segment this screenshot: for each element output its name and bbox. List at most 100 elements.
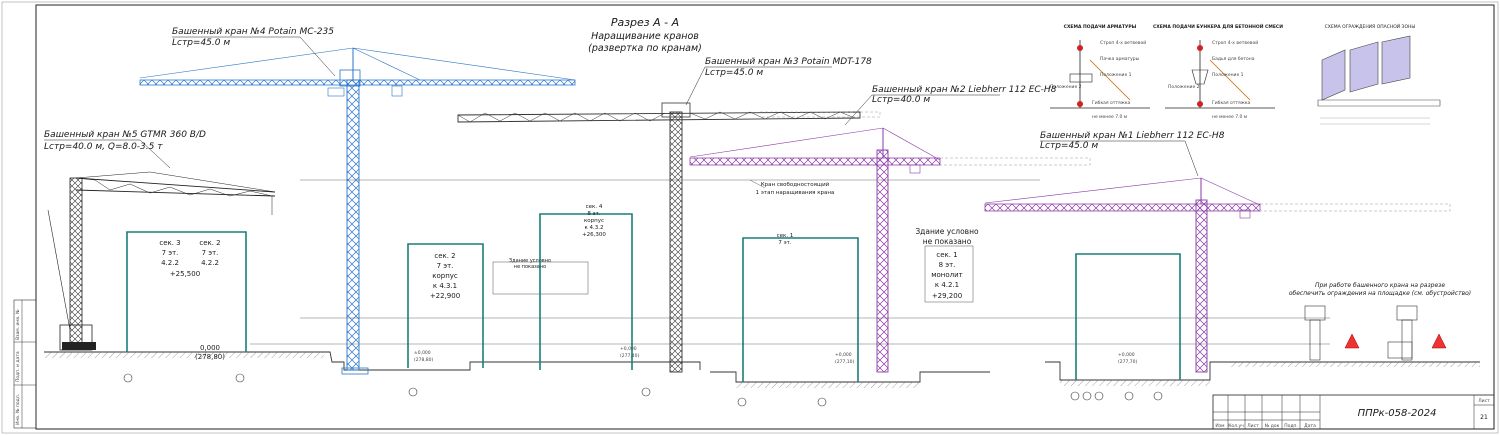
crane-3: Башенный кран №3 Potain MDT-178 Lстр=45.… <box>457 57 881 373</box>
scheme-concrete: СХЕМА ПОДАЧИ БУНКЕРА ДЛЯ БЕТОННОЙ СМЕСИ … <box>1153 22 1283 120</box>
barrier-detail: При работе башенного крана на разрезе об… <box>1289 282 1471 361</box>
crane-4-name: Башенный кран №4 Potain MC-235 <box>172 27 334 37</box>
sheet-label: Лист <box>1478 398 1490 404</box>
b4-elev: +29,200 <box>932 292 962 300</box>
b2-type: корпус <box>432 272 458 280</box>
crane-2-name: Башенный кран №2 Liebherr 112 EC-H8 <box>872 85 1057 95</box>
crane-5-height: Lстр=40.0 м, Q=8.0-3.5 т <box>44 142 163 152</box>
title-block: Изм Кол.уч Лист № док Подп. Дата ППРк-05… <box>1212 394 1495 430</box>
crane-2-height: Lстр=40.0 м <box>872 95 930 105</box>
crane-3-name: Башенный кран №3 Potain MDT-178 <box>705 57 872 67</box>
scheme-1-title: СХЕМА ПОДАЧИ АРМАТУРЫ <box>1064 24 1137 30</box>
b1-zero: 0,000 <box>200 344 220 352</box>
b4-type: монолит <box>931 271 963 279</box>
building-1: сек. 3 7 эт. 4.2.2 сек. 2 7 эт. 4.2.2 +2… <box>126 231 247 361</box>
dim-2: +0,000 <box>620 346 637 352</box>
s2-label-1: Бадья для бетона <box>1212 56 1255 62</box>
hidden-note-1: Здание условно <box>509 258 551 264</box>
side-label-inventory: Инв. № подл. <box>15 394 21 425</box>
tb-col-0: Изм <box>1215 423 1224 429</box>
scheme-2-title: СХЕМА ПОДАЧИ БУНКЕРА ДЛЯ БЕТОННОЙ СМЕСИ <box>1153 22 1283 30</box>
s1-label-3: Положение 2 <box>1050 84 1082 90</box>
s2-label-0: Строп 4-х ветвевой <box>1212 39 1258 46</box>
b1-sec-b-floors: 7 эт. <box>202 249 219 257</box>
b3-floors: 8 эт. <box>587 211 600 217</box>
b4-k: к 4.2.1 <box>935 281 959 289</box>
crane-note-2: 1 этап наращивания крана <box>756 190 835 196</box>
b2-floors: 7 эт. <box>437 262 454 270</box>
b1-sec-b: сек. 2 <box>199 239 220 247</box>
b3-type: корпус <box>584 218 604 224</box>
hidden-note-2: не показано <box>514 264 546 270</box>
sheet-number: 21 <box>1480 414 1488 421</box>
section-subtitle: Наращивание кранов <box>591 31 699 42</box>
tb-col-2: Лист <box>1247 423 1259 429</box>
b1-sec-b-k: 4.2.2 <box>201 259 219 267</box>
side-stamp: Взам. инв. № Подп. и дата Инв. № подл. <box>13 299 37 429</box>
crane-5-name: Башенный кран №5 GTMR 360 В/D <box>44 130 206 140</box>
crane-1: Башенный кран №1 Liebherr 112 EC-H8 Lстр… <box>984 131 1451 373</box>
b2-sec: сек. 2 <box>434 252 455 260</box>
building-5: сек. 1 7 эт. <box>742 233 859 382</box>
s1-len: не менее 7.0 м <box>1092 114 1127 120</box>
tb-col-4: Подп. <box>1284 423 1298 429</box>
ground <box>44 351 1480 388</box>
crane-5: Башенный кран №5 GTMR 360 В/D Lстр=40.0 … <box>44 130 276 351</box>
b4-note-2: не показано <box>923 237 972 246</box>
doc-code: ППРк-058-2024 <box>1358 408 1437 419</box>
b5-floors: 7 эт. <box>778 240 791 246</box>
b2-k: к 4.3.1 <box>433 282 457 290</box>
building-3: сек. 4 8 эт. корпус к 4.3.2 +26,300 <box>539 204 633 370</box>
b2-elev: +22,900 <box>430 292 460 300</box>
b4-floors: 8 эт. <box>939 261 956 269</box>
b1-sec-a: сек. 3 <box>159 239 180 247</box>
s1-label-1: Пачка арматуры <box>1100 56 1140 62</box>
section-name: Разрез А - А <box>611 16 679 29</box>
b1-elev: +25,500 <box>170 270 200 278</box>
crane-note-1: Кран свободностоящий <box>761 181 830 188</box>
barrier-note-1: При работе башенного крана на разрезе <box>1315 282 1445 289</box>
tb-col-3: № док <box>1265 423 1280 429</box>
dim-4: +0,000 <box>835 352 852 358</box>
b4-note-1: Здание условно <box>915 227 979 236</box>
side-label-replaced: Взам. инв. № <box>15 309 21 340</box>
tb-col-5: Дата <box>1304 423 1316 429</box>
scheme-3-title: СХЕМА ОГРАЖДЕНИЯ ОПАСНОЙ ЗОНЫ <box>1325 23 1416 30</box>
barrier-note-2: обеспечить ограждения на площадке (см. о… <box>1289 290 1471 297</box>
s1-label-0: Строп 4-х ветвевой <box>1100 39 1146 46</box>
section-subtitle-2: (развертка по кранам) <box>588 43 702 54</box>
elevation-marks: ±0,000 (278,80) +0,000 (277,40) +0,000 (… <box>250 179 1330 365</box>
s2-label-3: Положение 2 <box>1168 84 1200 90</box>
s1-label-2: Положение 1 <box>1100 72 1132 78</box>
sheet-frame <box>35 4 1495 430</box>
b5-sec: сек. 1 <box>777 233 794 239</box>
building-2: сек. 2 7 эт. корпус к 4.3.1 +22,900 <box>407 243 484 368</box>
dim-3: (277,40) <box>620 353 640 359</box>
s2-len: не менее 7.0 м <box>1212 114 1247 120</box>
b3-k: к 4.3.2 <box>584 225 603 231</box>
crane-1-name: Башенный кран №1 Liebherr 112 EC-H8 <box>1040 131 1225 141</box>
crane-2: Башенный кран №2 Liebherr 112 EC-H8 Lстр… <box>689 85 1091 373</box>
b3-sec: сек. 4 <box>586 204 603 210</box>
side-label-signed: Подп. и дата <box>15 351 21 382</box>
crane-note: Кран свободностоящий 1 этап наращивания … <box>749 179 835 196</box>
dim-1: (278,80) <box>414 357 434 363</box>
tb-col-1: Кол.уч <box>1228 423 1244 429</box>
section-title: Разрез А - А Наращивание кранов (разверт… <box>588 16 702 54</box>
s2-label-2: Положение 1 <box>1212 72 1244 78</box>
crane-3-height: Lстр=45.0 м <box>705 68 763 78</box>
b3-elev: +26,300 <box>582 232 606 238</box>
s1-label-4: Гибкая оттяжка <box>1092 100 1131 106</box>
crane-4: Башенный кран №4 Potain MC-235 Lстр=45.0… <box>139 27 576 375</box>
scheme-fence: СХЕМА ОГРАЖДЕНИЯ ОПАСНОЙ ЗОНЫ <box>1317 23 1441 125</box>
b4-sec: сек. 1 <box>936 251 957 259</box>
dim-0: ±0,000 <box>414 350 431 356</box>
b1-sec-a-floors: 7 эт. <box>162 249 179 257</box>
dim-7: (277,70) <box>1118 359 1138 365</box>
scheme-rebar: СХЕМА ПОДАЧИ АРМАТУРЫ Строп 4-х ветвевой… <box>1050 24 1150 120</box>
dim-6: +0,000 <box>1118 352 1135 358</box>
dim-5: (277,10) <box>835 359 855 365</box>
axis-markers <box>123 373 1163 407</box>
